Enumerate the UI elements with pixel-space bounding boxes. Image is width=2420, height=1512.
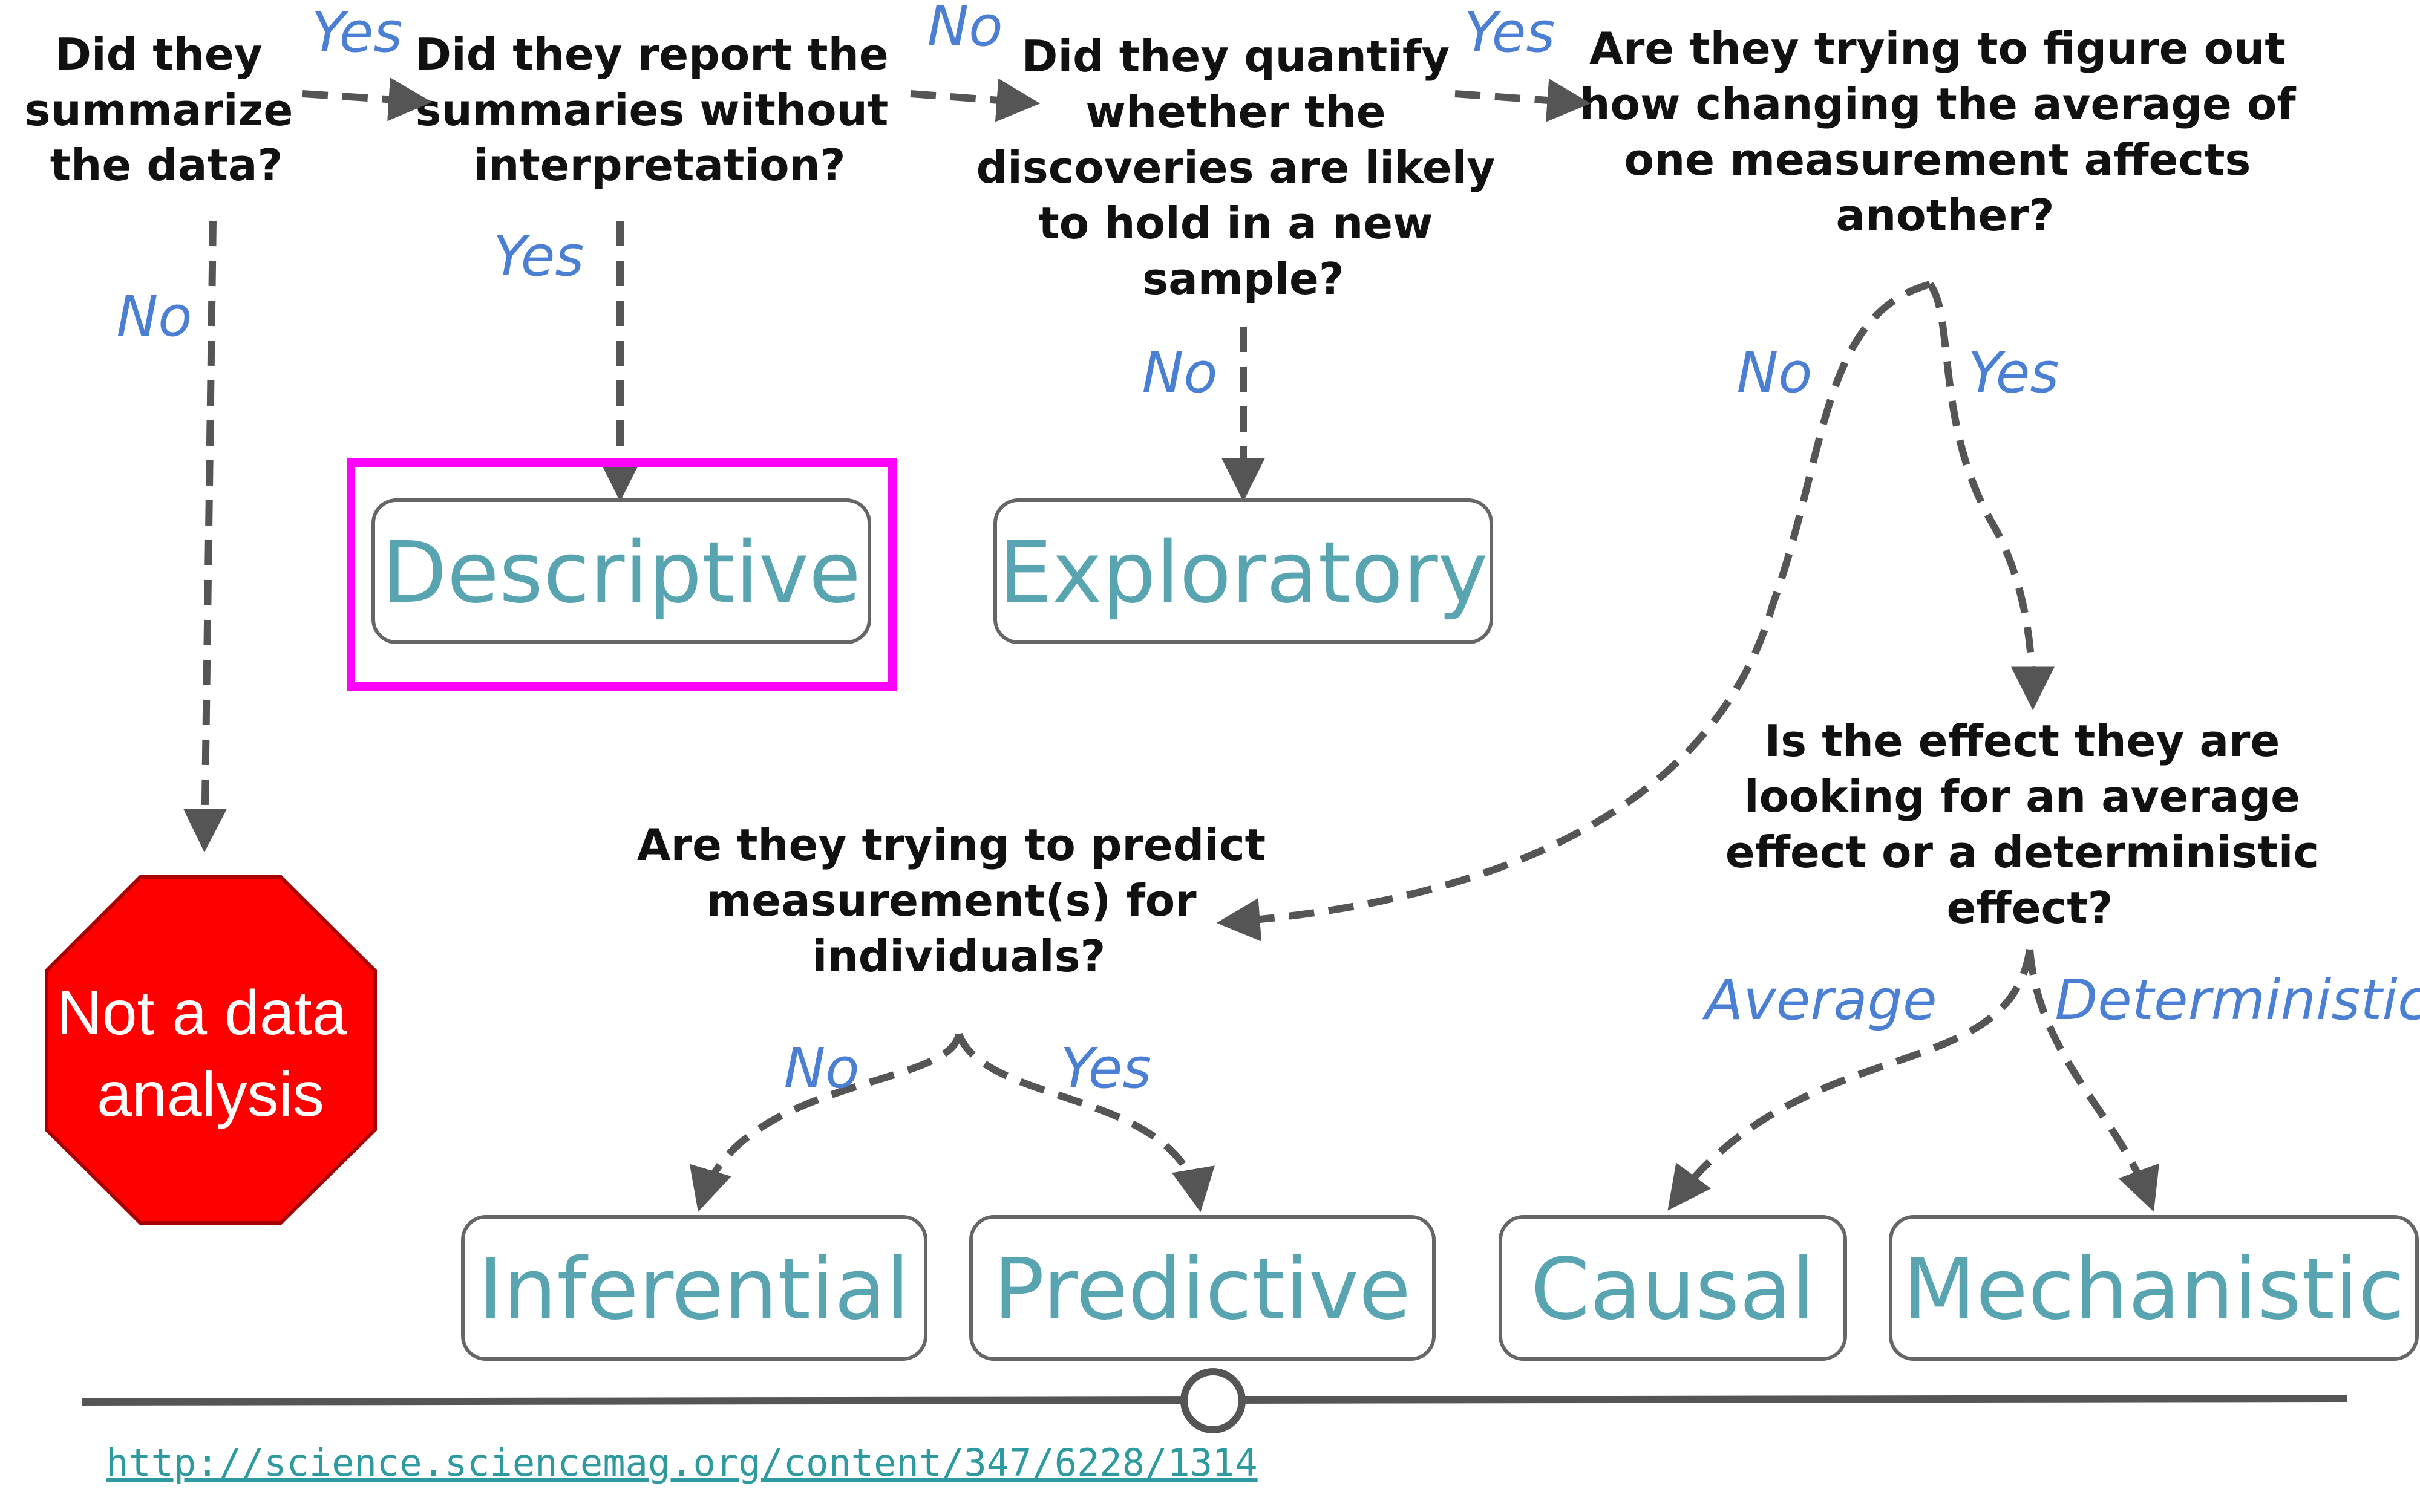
outcome-inferential: Inferential: [461, 1215, 927, 1361]
arrow-q4-yes: [1927, 282, 2055, 711]
question-summarize: Did they summarize the data?: [25, 29, 309, 191]
arrow-q5-deterministic: [2026, 949, 2159, 1212]
outcome-causal-label: Causal: [1531, 1240, 1815, 1339]
label-q4-no: No: [1736, 341, 1812, 405]
arrow-q2-no: [910, 78, 1041, 122]
arrow-q1-yes: [302, 77, 433, 122]
question-report-without-interpretation: Did they report the summaries without in…: [415, 29, 903, 191]
stop-sign-text: Not a data analysis: [57, 978, 365, 1130]
arrow-q6-yes: [955, 1032, 1215, 1213]
outcome-inferential-label: Inferential: [478, 1240, 909, 1339]
outcome-exploratory: Exploratory: [993, 498, 1493, 644]
label-q5-deterministic: Deterministic: [2055, 968, 2420, 1032]
arrow-q4-no: [1216, 281, 1931, 942]
stop-sign: Not a data analysis: [45, 875, 377, 1225]
label-q3-no: No: [1142, 341, 1217, 405]
outcome-predictive: Predictive: [969, 1215, 1436, 1361]
label-q6-no: No: [783, 1036, 859, 1101]
stop-sign-octagon: [45, 875, 377, 1225]
outcome-descriptive: Descriptive: [371, 498, 871, 644]
outcome-exploratory-label: Exploratory: [998, 524, 1488, 622]
footer-divider-circle: [1180, 1368, 1246, 1433]
descriptive-highlight: [347, 458, 897, 691]
arrow-q6-no: [689, 1033, 963, 1212]
question-predict-individuals: Are they trying to predict measurement(s…: [637, 820, 1281, 982]
arrow-q3-yes: [1454, 78, 1591, 122]
question-quantify-discoveries: Did they quantify whether the discoverie…: [976, 31, 1511, 304]
label-q5-average: Average: [1702, 968, 1937, 1032]
outcome-causal: Causal: [1499, 1215, 1847, 1361]
question-changing-average: Are they trying to figure out how changi…: [1579, 23, 2311, 241]
label-q1-yes: Yes: [312, 0, 403, 65]
label-q3-yes: Yes: [1464, 0, 1555, 65]
source-link[interactable]: http://science.sciencemag.org/content/34…: [106, 1441, 1258, 1485]
label-q2-yes: Yes: [493, 224, 584, 288]
outcome-mechanistic: Mechanistic: [1889, 1215, 2419, 1361]
arrow-q5-average: [1667, 949, 2033, 1211]
arrow-q1-no: [183, 220, 227, 853]
label-q1-no: No: [116, 284, 192, 349]
outcome-descriptive-label: Descriptive: [382, 524, 861, 622]
question-average-or-deterministic: Is the effect they are looking for an av…: [1725, 715, 2334, 933]
label-q6-yes: Yes: [1061, 1036, 1152, 1101]
label-q2-no: No: [927, 0, 1002, 59]
outcome-predictive-label: Predictive: [993, 1240, 1411, 1339]
label-q4-yes: Yes: [1968, 341, 2059, 405]
outcome-mechanistic-label: Mechanistic: [1903, 1240, 2405, 1339]
